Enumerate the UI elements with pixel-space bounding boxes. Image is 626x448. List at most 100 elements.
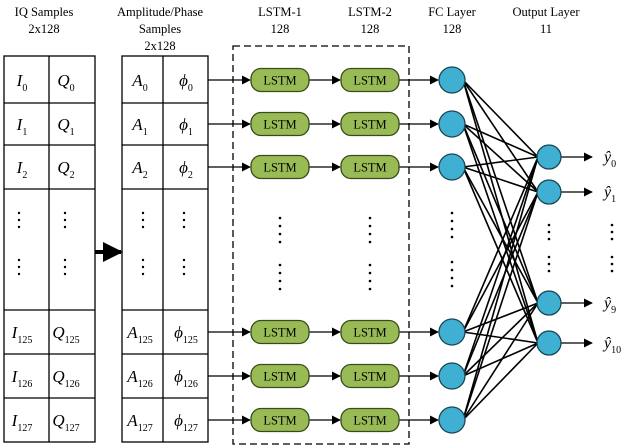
- ap-cell-a-125: A125: [126, 323, 152, 346]
- lstm-unit: LSTM: [340, 111, 400, 137]
- table-ellipsis-dots: [17, 211, 186, 276]
- lstm-unit: LSTM: [250, 407, 310, 433]
- iq-cell-q-125: Q125: [52, 323, 79, 346]
- output-label-y0: ŷ0: [602, 149, 616, 170]
- dense-connection: [462, 123, 539, 304]
- lstm-unit-label: LSTM: [353, 118, 386, 132]
- lstm-unit-label: LSTM: [353, 370, 386, 384]
- dense-connection: [462, 156, 539, 377]
- fc-neuron: [438, 66, 466, 94]
- lstm-unit-label: LSTM: [263, 161, 296, 175]
- iq-cell-q-0: Q0: [57, 71, 74, 94]
- dense-connection: [462, 156, 539, 333]
- out-header-line2: 11: [540, 22, 552, 36]
- lstm-unit-label: LSTM: [353, 74, 386, 88]
- ap-cell-a-1: A1: [131, 115, 147, 138]
- iq-cell-q-1: Q1: [57, 115, 74, 138]
- iq-cell-i-125: I125: [11, 323, 33, 346]
- neurons: [438, 66, 562, 434]
- dense-connection: [462, 302, 539, 333]
- output-label-y1: ŷ1: [602, 184, 616, 205]
- lstm2-header-line2: 128: [361, 22, 380, 36]
- iq-cell-i-2: I2: [16, 158, 28, 181]
- dense-connection: [462, 191, 539, 333]
- output-neuron: [536, 290, 562, 316]
- ap-cell-a-0: A0: [131, 71, 147, 94]
- dense-connection: [462, 123, 539, 158]
- ap-header-line1: Amplitude/Phase: [117, 5, 204, 19]
- lstm2-header-line1: LSTM-2: [348, 5, 392, 19]
- lstm-unit: LSTM: [250, 363, 310, 389]
- output-neuron: [536, 144, 562, 170]
- iq-cell-i-1: I1: [16, 115, 28, 138]
- lstm-unit: LSTM: [340, 363, 400, 389]
- lstm-unit-box: [340, 154, 400, 180]
- lstm-unit-label: LSTM: [353, 161, 386, 175]
- dense-connection: [462, 302, 539, 421]
- fc-header-line1: FC Layer: [428, 5, 476, 19]
- lstm-block-dashed-border: [232, 45, 410, 445]
- ap-cell-phi-126: ϕ126: [174, 367, 198, 390]
- dense-connection: [462, 156, 539, 168]
- lstm-unit: LSTM: [250, 319, 310, 345]
- dense-connection: [462, 191, 539, 377]
- lstm1-header-line1: LSTM-1: [258, 5, 302, 19]
- lstm-unit-box: [250, 363, 310, 389]
- fc-header-line2: 128: [443, 22, 462, 36]
- ap-cell-phi-1: ϕ1: [179, 115, 193, 138]
- dense-connection: [462, 331, 539, 344]
- lstm-unit-label: LSTM: [353, 414, 386, 428]
- dense-connection: [462, 79, 539, 193]
- ap-cell-phi-125: ϕ125: [174, 323, 198, 346]
- lstm1-header-line2: 128: [271, 22, 290, 36]
- lstm-units: LSTM LSTM LSTM LSTM LSTM LSTM LSTM LSTM LSTM LSTM…: [250, 67, 400, 433]
- iq-header-line2: 2x128: [28, 22, 59, 36]
- lstm-unit: LSTM: [250, 67, 310, 93]
- lstm-unit-box: [340, 319, 400, 345]
- lstm-unit-box: [340, 407, 400, 433]
- dense-connection: [462, 191, 539, 421]
- lstm-unit-box: [250, 111, 310, 137]
- ap-header-line3: 2x128: [144, 39, 175, 53]
- lstm-unit-label: LSTM: [263, 414, 296, 428]
- lstm-unit: LSTM: [250, 111, 310, 137]
- dense-connection: [462, 302, 539, 377]
- network-ellipsis-dots: [278, 211, 614, 291]
- lstm-unit-label: LSTM: [263, 74, 296, 88]
- dense-connection: [462, 79, 539, 158]
- fc-neuron: [438, 406, 466, 434]
- iq-cell-q-127: Q127: [52, 411, 79, 434]
- iq-cell-q-2: Q2: [57, 158, 74, 181]
- iq-cell-i-126: I126: [11, 367, 33, 390]
- ap-header-line2: Samples: [139, 22, 181, 36]
- lstm-unit: LSTM: [340, 407, 400, 433]
- iq-cell-i-0: I0: [16, 71, 28, 94]
- out-header-line1: Output Layer: [513, 5, 581, 19]
- iq-samples-table: [3, 55, 96, 443]
- lstm-unit-box: [250, 407, 310, 433]
- lstm-unit: LSTM: [340, 154, 400, 180]
- ap-cell-phi-2: ϕ2: [179, 158, 193, 181]
- ap-cell-a-127: A127: [126, 411, 152, 434]
- dense-connection: [462, 166, 539, 344]
- lstm-unit-label: LSTM: [263, 370, 296, 384]
- output-neuron: [536, 330, 562, 356]
- lstm-unit-box: [340, 363, 400, 389]
- fc-neuron: [438, 153, 466, 181]
- output-neuron: [536, 179, 562, 205]
- dense-connection: [462, 123, 539, 193]
- lstm-unit-box: [340, 67, 400, 93]
- ap-cell-phi-127: ϕ127: [174, 411, 198, 434]
- connections: [208, 75, 593, 425]
- fc-neuron: [438, 318, 466, 346]
- lstm-unit-box: [250, 319, 310, 345]
- lstm-unit-box: [250, 67, 310, 93]
- ap-cell-a-2: A2: [131, 158, 147, 181]
- fc-neuron: [438, 110, 466, 138]
- lstm-unit-label: LSTM: [353, 326, 386, 340]
- output-label-y10: ŷ10: [602, 335, 621, 356]
